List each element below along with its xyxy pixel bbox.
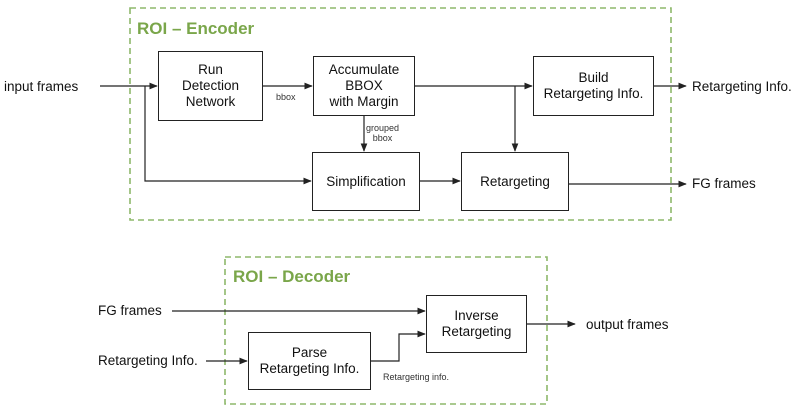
- retargeting-box: Retargeting: [461, 152, 569, 211]
- output-frames-label: output frames: [586, 317, 669, 332]
- edge-parse-to-inverse: [371, 330, 426, 362]
- input-fg-frames-label: FG frames: [98, 303, 162, 318]
- encoder-group-frame: [129, 7, 672, 221]
- grouped-bbox-edge-label: grouped bbox: [366, 123, 400, 143]
- accumulate-bbox-box: Accumulate BBOX with Margin: [313, 56, 415, 116]
- simplification-box: Simplification: [312, 152, 420, 211]
- encoder-title: ROI – Encoder: [137, 19, 255, 38]
- decoder-group-frame: [224, 256, 548, 405]
- retargeting-info-edge-label: Retargeting info.: [383, 372, 450, 382]
- inverse-retargeting-box: Inverse Retargeting: [426, 295, 527, 353]
- output-retargeting-info-label: Retargeting Info.: [692, 79, 792, 94]
- build-retargeting-info-box: Build Retargeting Info.: [533, 56, 654, 116]
- run-detection-network-box: Run Detection Network: [158, 51, 263, 121]
- parse-retargeting-info-box: Parse Retargeting Info.: [248, 332, 371, 390]
- edge-input-to-simplification: [144, 86, 312, 185]
- bbox-edge-label: bbox: [276, 92, 296, 102]
- input-frames-label: input frames: [4, 79, 79, 94]
- input-retargeting-info-label: Retargeting Info.: [98, 353, 198, 368]
- output-fg-frames-label: FG frames: [692, 176, 756, 191]
- decoder-title: ROI – Decoder: [233, 267, 351, 286]
